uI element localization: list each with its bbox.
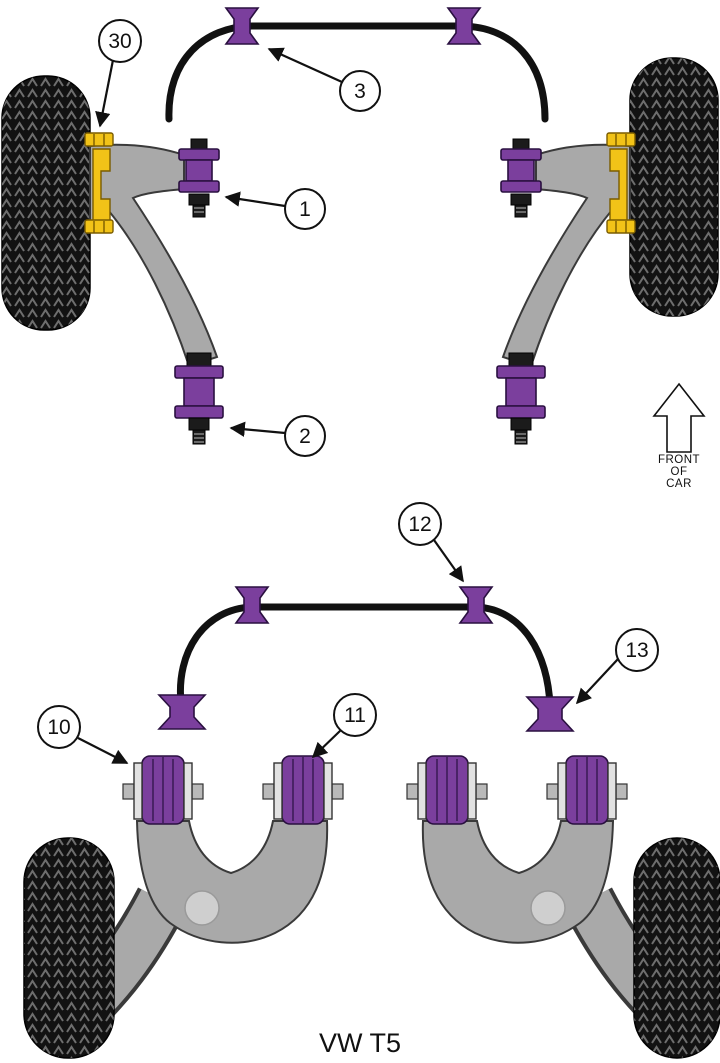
callout-13: 13 (575, 628, 659, 705)
front-wishbone-front-bush (178, 138, 220, 218)
rear-arm-bush (122, 755, 204, 825)
mounting-bracket-30 (84, 132, 114, 234)
callout-3: 3 (267, 47, 381, 112)
callout-3-number: 3 (354, 80, 366, 103)
callout-13-circle (615, 628, 659, 672)
rear-arb-end-bush-right (526, 696, 574, 732)
callout-11-number: 11 (344, 704, 366, 727)
callout-10-number: 10 (47, 716, 70, 739)
front-of-car-line3: CAR (666, 478, 692, 490)
callout-12-number: 12 (408, 513, 431, 536)
callout-1-circle (284, 188, 326, 230)
callout-12-circle (398, 502, 442, 546)
callout-10: 10 (37, 705, 129, 764)
rear-right-tire (633, 837, 720, 1059)
callout-12: 12 (398, 502, 464, 583)
front-left-wishbone-assembly (84, 132, 224, 445)
callout-10-arrow (77, 737, 129, 764)
wishbone-arm (89, 143, 219, 368)
callout-13-arrow (575, 658, 619, 705)
callout-30-circle (98, 19, 142, 63)
callout-11-circle (333, 693, 377, 737)
callout-13-number: 13 (625, 639, 648, 662)
callout-12-arrow (433, 539, 464, 583)
callout-3-arrow (267, 47, 343, 84)
front-of-car-indicator: FRONT OF CAR (652, 382, 706, 490)
page-title: VW T5 (319, 1028, 401, 1058)
front-wishbone-rear-bush (174, 352, 224, 445)
rear-left-arm-assembly (61, 755, 344, 1032)
callout-10-circle (37, 705, 81, 749)
rear-right-arm-assembly (407, 756, 670, 1012)
rear-left-tire (23, 837, 115, 1059)
callout-2-number: 2 (299, 425, 311, 448)
front-of-car-line2: OF (671, 466, 688, 478)
callout-1: 1 (224, 188, 326, 230)
callout-2: 2 (229, 415, 326, 457)
front-right-wishbone-assembly (496, 132, 636, 445)
rear-arb-end-bush-left (158, 694, 206, 730)
callout-1-arrow (224, 191, 286, 208)
arm-hole (184, 890, 220, 926)
front-anti-roll-bar (165, 22, 549, 123)
callout-30-number: 30 (108, 30, 131, 53)
arm-body (135, 820, 329, 944)
callout-2-circle (284, 415, 326, 457)
rear-arm-bush-inner (262, 755, 344, 825)
rear-anti-roll-bar (176, 603, 554, 710)
front-right-tire (629, 57, 719, 317)
callout-3-circle (339, 70, 381, 112)
callout-1-number: 1 (299, 198, 311, 221)
callout-30: 30 (95, 19, 142, 128)
callout-30-arrow (95, 59, 115, 128)
callout-2-arrow (229, 421, 286, 437)
front-left-tire (1, 75, 91, 331)
callout-11-arrow (311, 729, 342, 759)
callout-11: 11 (311, 693, 377, 759)
front-of-car-arrow (652, 382, 706, 453)
front-of-car-line1: FRONT (658, 454, 700, 466)
